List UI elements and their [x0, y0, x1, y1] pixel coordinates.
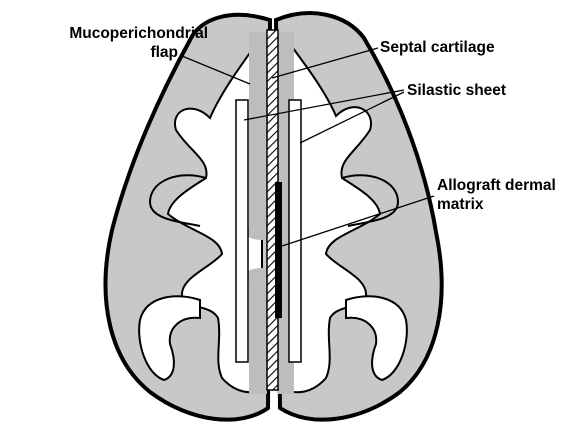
label-silastic-sheet: Silastic sheet: [407, 81, 506, 100]
label-mucoperichondrial-flap: Mucoperichondrial flap: [8, 24, 208, 62]
label-allograft-dermal-matrix: Allograft dermal matrix: [437, 176, 556, 214]
left-silastic-sheet: [236, 100, 248, 362]
label-septal-cartilage: Septal cartilage: [380, 38, 495, 57]
allograft-dermal-matrix: [275, 182, 282, 318]
label-mucoperichondrial-line2: flap: [8, 43, 208, 62]
right-silastic-sheet: [289, 100, 301, 362]
left-mucoperichondrial-flap-lower: [249, 276, 267, 394]
left-mucoperichondrial-flap-upper: [249, 32, 267, 232]
label-allograft-line1: Allograft dermal: [437, 176, 556, 195]
label-mucoperichondrial-line1: Mucoperichondrial: [8, 24, 208, 43]
label-allograft-line2: matrix: [437, 195, 556, 214]
